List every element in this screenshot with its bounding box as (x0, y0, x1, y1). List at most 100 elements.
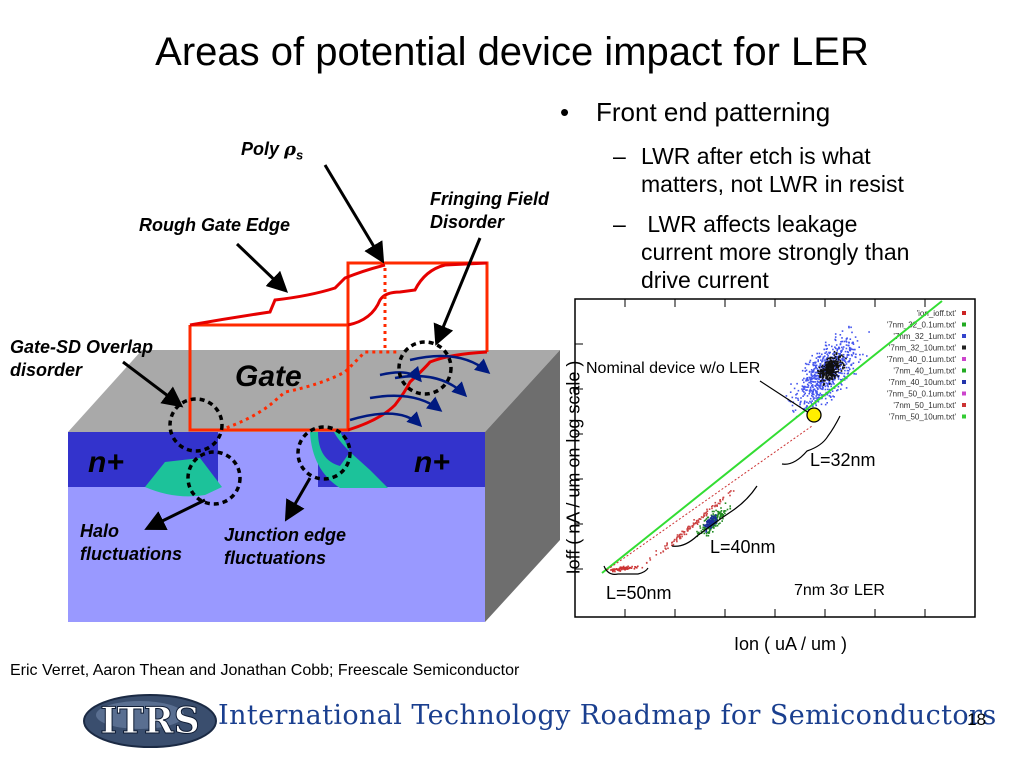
point-l32 (811, 374, 813, 377)
point-l32 (799, 403, 801, 406)
point-trend (673, 538, 676, 541)
point-l32 (810, 380, 812, 382)
point-l50 (617, 568, 619, 570)
point-l32 (785, 395, 788, 397)
point-l32 (813, 397, 815, 399)
point-l32 (806, 373, 808, 376)
point-trend (722, 497, 724, 499)
point-l50 (614, 570, 616, 573)
point-l32 (828, 381, 830, 384)
point-l32 (840, 382, 842, 385)
point-l32 (848, 325, 850, 328)
point-l32 (854, 336, 857, 338)
point-l32 (822, 381, 824, 384)
point-l40 (722, 517, 724, 520)
legend-entry: '7nm_32_1um.txt' (893, 332, 956, 341)
point-trend (649, 559, 652, 561)
point-l32 (802, 388, 805, 391)
point-l32-core (834, 364, 836, 367)
point-l32 (832, 395, 834, 397)
point-l32 (822, 360, 824, 362)
point-l32-core (842, 355, 844, 358)
point-l32 (862, 353, 864, 356)
point-trend (662, 550, 665, 553)
point-trend (694, 522, 696, 525)
point-trend (696, 522, 698, 524)
point-l32 (811, 385, 813, 387)
point-l40-core (712, 515, 715, 517)
point-l32 (818, 352, 821, 355)
point-l50 (618, 567, 621, 570)
point-l32 (812, 377, 815, 379)
point-l40 (729, 505, 731, 507)
point-l32 (837, 348, 840, 350)
device-diagram (68, 164, 560, 622)
point-l40-core (706, 525, 708, 528)
point-l32 (855, 356, 857, 359)
point-l32 (814, 364, 817, 367)
point-trend (664, 547, 667, 549)
point-l32 (810, 401, 812, 404)
point-l40 (724, 502, 727, 504)
logo-globe-highlight (96, 701, 184, 729)
point-l32 (810, 373, 812, 375)
point-l40-core (710, 527, 712, 529)
point-l32-core (832, 367, 834, 370)
point-l32 (815, 378, 817, 380)
point-l32 (828, 388, 831, 391)
point-l32 (817, 378, 819, 380)
point-l32 (817, 359, 819, 361)
point-l50 (626, 567, 628, 570)
fringing-field-arrow (369, 394, 443, 412)
point-l32 (852, 367, 855, 370)
legend-marker (962, 311, 966, 315)
point-l32 (850, 348, 852, 350)
point-l32-core (829, 368, 831, 370)
point-l32 (812, 405, 814, 408)
point-l32-core (826, 361, 828, 363)
point-l40 (703, 528, 705, 530)
point-l32 (848, 360, 850, 363)
point-trend (687, 526, 689, 529)
point-l32-core (834, 360, 837, 362)
point-trend (665, 548, 667, 550)
point-l32 (804, 370, 807, 372)
point-l32-core (819, 375, 821, 377)
point-l32-core (823, 365, 825, 368)
point-l32-core (838, 364, 840, 367)
fringing-field-arrow (379, 365, 422, 383)
point-l32 (834, 376, 837, 378)
point-l40 (702, 526, 704, 529)
point-l40-core (710, 520, 712, 522)
point-l32 (855, 373, 857, 375)
point-l32 (817, 360, 819, 363)
point-l32-core (822, 368, 825, 370)
point-l32 (839, 363, 841, 365)
point-l40 (720, 513, 723, 516)
point-trend (699, 518, 702, 520)
point-l32 (837, 385, 840, 388)
point-l32 (816, 374, 818, 377)
point-l32 (817, 400, 820, 403)
point-l32 (807, 379, 810, 381)
fringing-field-arrow-callout (433, 237, 482, 346)
legend-marker (962, 368, 966, 373)
point-l32-core (824, 380, 826, 382)
point-l32 (848, 348, 851, 351)
subbullet-dash: – (613, 211, 626, 237)
point-l32 (834, 339, 837, 342)
point-l32-core (828, 383, 831, 385)
point-trend (685, 533, 688, 536)
point-l32 (820, 403, 823, 406)
point-l32-core (840, 370, 843, 372)
point-l40 (708, 527, 710, 530)
point-l32-core (821, 366, 823, 368)
point-l32 (841, 346, 843, 349)
point-l50 (621, 566, 623, 569)
point-l32 (858, 346, 860, 348)
point-l40 (718, 512, 721, 515)
point-l32-core (828, 374, 830, 377)
point-l32-core (828, 372, 831, 375)
point-l32 (808, 363, 810, 366)
point-l40 (719, 517, 721, 520)
